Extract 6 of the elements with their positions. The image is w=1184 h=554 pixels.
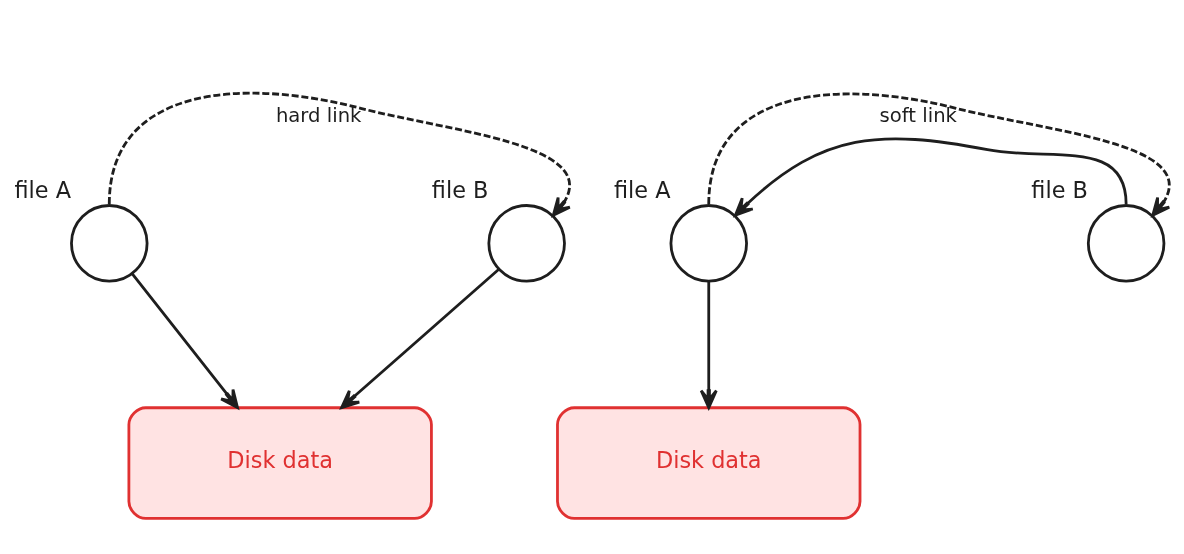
node-label: file B	[1031, 177, 1088, 204]
edge-label: hard link	[275, 103, 362, 127]
node-label: file A	[613, 177, 671, 204]
node-label: file B	[431, 177, 489, 204]
edge-label: soft link	[879, 103, 957, 127]
node-label: file A	[14, 177, 72, 204]
